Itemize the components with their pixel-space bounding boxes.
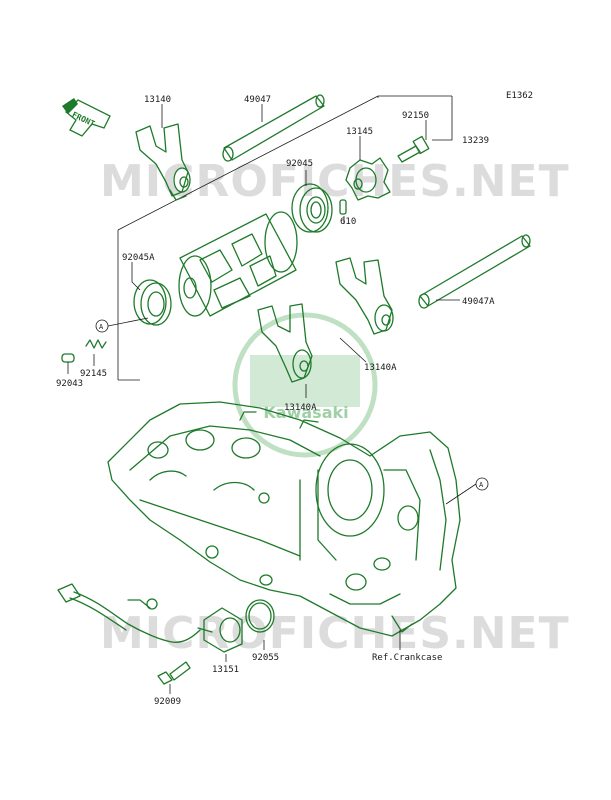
label-92045: 92045: [286, 159, 313, 169]
crankcase: [107, 401, 461, 637]
label-92055: 92055: [252, 653, 279, 663]
shift-fork-13140: [135, 123, 191, 201]
label-13140a-center: 13140A: [284, 403, 317, 413]
bolt-92009: [157, 661, 191, 685]
shift-rod-49047a: [418, 234, 531, 309]
callout-a-right-text: A: [479, 481, 484, 489]
front-arrow-icon: FRONT: [62, 98, 111, 137]
label-13239: 13239: [462, 136, 489, 146]
label-49047: 49047: [244, 95, 271, 105]
label-ref-crankcase: Ref.Crankcase: [372, 653, 442, 663]
pin-610: [339, 199, 347, 215]
shift-fork-13140a-right: [335, 257, 394, 335]
spring-92145: [85, 339, 107, 349]
bearing-92045: [291, 183, 333, 233]
callout-a-left: A: [95, 319, 109, 333]
label-13140: 13140: [144, 95, 171, 105]
watermark-top: MICROFICHES.NET: [100, 156, 570, 207]
label-13140a-right: 13140A: [364, 363, 397, 373]
diagram-id: E1362: [506, 91, 533, 101]
callout-a-right: A: [475, 477, 489, 491]
label-13151: 13151: [212, 665, 239, 675]
sensor-13151: [57, 583, 243, 653]
label-92045a: 92045A: [122, 253, 155, 263]
shift-fork-13140a-center: [257, 303, 313, 383]
shift-drum-cam-13145: [345, 157, 391, 201]
shift-drum: [178, 211, 298, 317]
label-92150: 92150: [402, 111, 429, 121]
label-92043: 92043: [56, 379, 83, 389]
o-ring-92055: [245, 599, 275, 633]
label-610: 610: [340, 217, 356, 227]
bolt-92150: [397, 135, 430, 163]
logo-text: Kawasaki: [263, 403, 348, 422]
pin-92043: [61, 353, 75, 363]
label-13145: 13145: [346, 127, 373, 137]
shift-rod-49047: [222, 94, 325, 162]
watermark-bottom: MICROFICHES.NET: [100, 608, 570, 659]
bearing-92045a: [133, 279, 172, 326]
label-92145: 92145: [80, 369, 107, 379]
callout-a-left-text: A: [99, 323, 104, 331]
kawasaki-logo: Kawasaki: [232, 312, 378, 458]
label-49047a: 49047A: [462, 297, 495, 307]
label-92009: 92009: [154, 697, 181, 707]
